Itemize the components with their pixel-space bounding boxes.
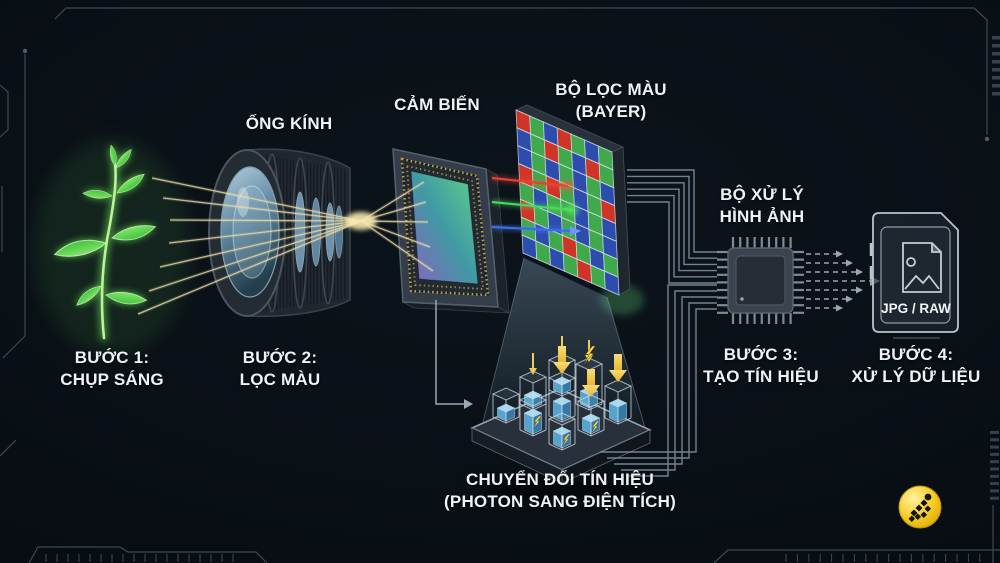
circuit-traces bbox=[600, 169, 717, 477]
step-3-title: BƯỚC 3: bbox=[723, 345, 799, 364]
sensor-gold-pins bbox=[400, 157, 490, 297]
step-1-title: BƯỚC 1: bbox=[74, 348, 150, 367]
hud-frame-decorations bbox=[0, 7, 1000, 563]
step-4-title: BƯỚC 4: bbox=[878, 345, 954, 364]
sensor-active-area bbox=[410, 170, 479, 285]
step-3-label: BƯỚC 3: TẠO TÍN HIỆU bbox=[703, 344, 819, 388]
lens-label: ỐNG KÍNH bbox=[245, 114, 333, 133]
rgb-beams bbox=[491, 175, 581, 236]
top-frame-line bbox=[54, 7, 988, 135]
conversion-label-line1: CHUYỂN ĐỔI TÍN HIỆU bbox=[466, 470, 654, 489]
lens-front-glass bbox=[220, 166, 280, 298]
charge-wells bbox=[491, 336, 633, 451]
step-1-subtitle: CHỤP SÁNG bbox=[60, 370, 164, 390]
processor-label-line2: HÌNH ẢNH bbox=[719, 207, 805, 227]
step-1-label: BƯỚC 1: CHỤP SÁNG bbox=[60, 347, 164, 391]
image-sensor-icon bbox=[392, 148, 510, 314]
step-4-subtitle: XỬ LÝ DỮ LIỆU bbox=[851, 367, 981, 387]
blue-beam-arrowhead bbox=[570, 226, 581, 236]
bayer-label: BỘ LỌC MÀU (BAYER) bbox=[555, 79, 667, 123]
step-2-subtitle: LỌC MÀU bbox=[239, 370, 321, 390]
processor-label-line1: BỘ XỬ LÝ bbox=[720, 185, 804, 204]
light-rays bbox=[137, 176, 435, 316]
bayer-label-line2: (BAYER) bbox=[575, 102, 647, 122]
card-format-label: JPG / RAW bbox=[881, 301, 951, 316]
sd-card-icon: JPG / RAW bbox=[869, 212, 959, 339]
brand-logo bbox=[898, 485, 942, 529]
blue-beam bbox=[491, 225, 573, 233]
bottom-left-ruler bbox=[28, 546, 268, 563]
green-beam bbox=[491, 200, 574, 212]
step-3-subtitle: TẠO TÍN HIỆU bbox=[703, 367, 819, 387]
conversion-label: CHUYỂN ĐỔI TÍN HIỆU (PHOTON SANG ĐIỆN TÍ… bbox=[444, 469, 676, 513]
microchip-icon bbox=[717, 237, 880, 324]
chip-pins bbox=[717, 237, 804, 324]
plant-icon bbox=[53, 144, 156, 340]
left-frame-line bbox=[2, 54, 26, 359]
red-beam bbox=[491, 176, 569, 188]
bottom-right-ruler bbox=[713, 549, 1000, 563]
sensor-to-wells-connector bbox=[435, 300, 473, 409]
connector-arrowhead bbox=[464, 399, 473, 409]
left-hexagon-decoration bbox=[0, 84, 9, 138]
plant-aura bbox=[34, 140, 190, 356]
photon-wells-icon bbox=[470, 336, 652, 499]
photo-file-icon bbox=[902, 242, 942, 293]
processor-label: BỘ XỬ LÝ HÌNH ẢNH bbox=[720, 184, 805, 228]
chip-output-arrows bbox=[806, 250, 880, 312]
lens-element bbox=[294, 191, 306, 273]
step-2-title: BƯỚC 2: bbox=[242, 348, 318, 367]
step-2-label: BƯỚC 2: LỌC MÀU bbox=[240, 347, 321, 391]
pixel-runner-icon bbox=[908, 493, 932, 523]
focal-point-glow bbox=[345, 212, 377, 230]
conversion-label-line2: (PHOTON SANG ĐIỆN TÍCH) bbox=[444, 492, 676, 512]
sensor-label: CẢM BIẾN bbox=[394, 95, 480, 114]
step-4-label: BƯỚC 4: XỬ LÝ DỮ LIỆU bbox=[851, 344, 980, 388]
bayer-label-line1: BỘ LỌC MÀU bbox=[555, 80, 667, 99]
ruler-ticks bbox=[45, 36, 1000, 562]
